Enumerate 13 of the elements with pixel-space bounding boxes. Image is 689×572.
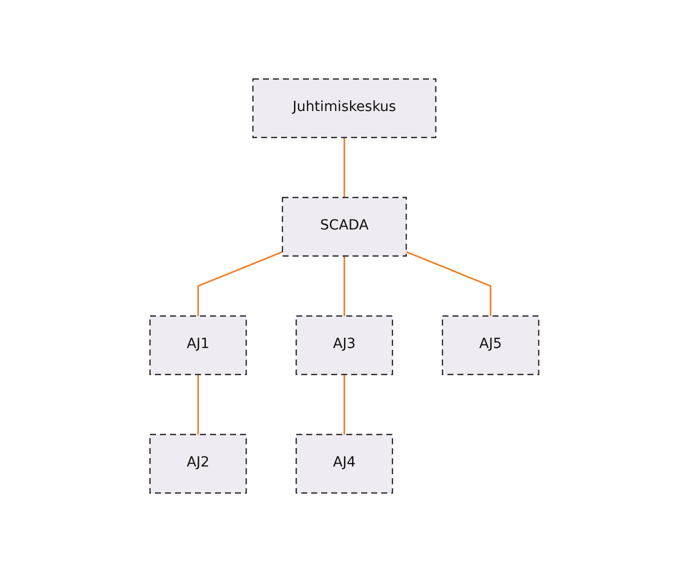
connector bbox=[344, 256, 346, 316]
node-box: AJ1 bbox=[150, 315, 247, 376]
node-box: AJ4 bbox=[296, 434, 394, 494]
node-box: SCADA bbox=[282, 196, 407, 257]
connector bbox=[344, 138, 346, 198]
connector bbox=[344, 374, 346, 434]
connector bbox=[406, 251, 492, 316]
connector bbox=[197, 251, 283, 316]
node-box: AJ2 bbox=[150, 434, 247, 494]
node-box: AJ3 bbox=[296, 315, 394, 376]
connector bbox=[197, 374, 200, 434]
node-box: Juhtimiskeskus bbox=[252, 78, 436, 138]
node-box: AJ5 bbox=[442, 315, 540, 376]
